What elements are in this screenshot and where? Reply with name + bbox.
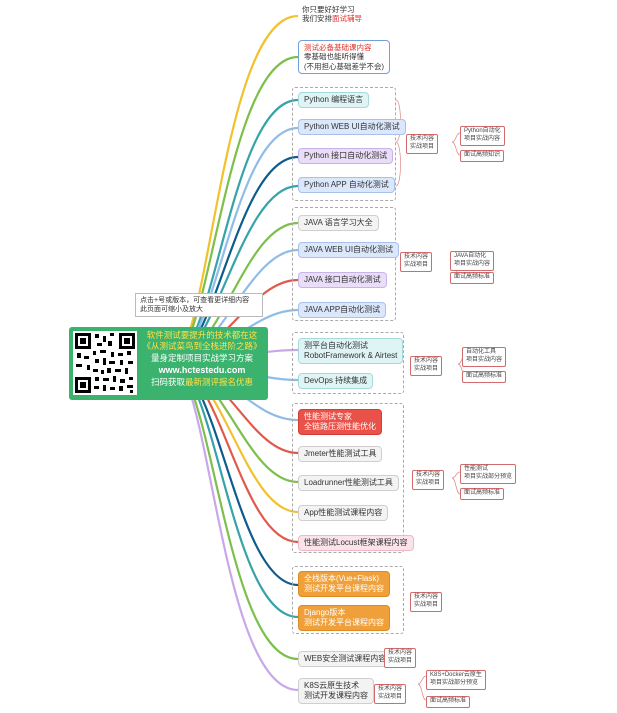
k8s-sub-a[interactable]: K8S+Docker云原生 项目实战部分预览 [426, 670, 486, 690]
perf-sub-b[interactable]: 面试高频标准 [460, 488, 505, 500]
top-note: 你只要好好学习 我们安排面试辅导 [302, 5, 362, 24]
platform-sub-a[interactable]: 自动化工具 项目实战内容 [462, 347, 507, 367]
zoom-tip: 点击+号或版本，可查看更详细内容 此页面可缩小及放大 [135, 293, 263, 318]
center-line2: 《从测试菜鸟到全栈进阶之路》 [142, 341, 262, 352]
perf-item-3[interactable]: Loadrunner性能测试工具 [298, 475, 399, 491]
perf-sub-a[interactable]: 性能测试 项目实战部分预览 [460, 464, 517, 484]
basics-node[interactable]: 测试必备基础课内容 零基础也能听得懂 (不用担心基础差学不会) [298, 40, 390, 75]
security-item[interactable]: WEB安全测试课程内容 [298, 651, 393, 667]
java-sub-label[interactable]: 技术内容 实战项目 [400, 252, 433, 272]
k8s-item[interactable]: K8S云原生技术 测试开发课程内容 [298, 678, 374, 704]
perf-item-5[interactable]: 性能测试Locust框架课程内容 [298, 535, 414, 551]
python-item-3[interactable]: Python 接口自动化测试 [298, 148, 394, 164]
k8s-sub-b[interactable]: 面试高频标准 [426, 696, 471, 708]
fullstack-sub-label[interactable]: 技术内容 实战项目 [410, 592, 443, 612]
basics-line3: (不用担心基础差学不会) [304, 61, 384, 71]
basics-line2: 零基础也能听得懂 [304, 52, 364, 62]
perf-sub-label[interactable]: 技术内容 实战项目 [412, 470, 445, 490]
top-note-line1: 你只要好好学习 [302, 5, 355, 14]
center-line1: 软件测试要提升的技术都在这 [146, 330, 258, 340]
k8s-sub-label[interactable]: 技术内容 实战项目 [374, 684, 407, 704]
python-item-2[interactable]: Python WEB UI自动化测试 [298, 119, 406, 135]
fullstack-group [292, 566, 404, 634]
basics-title: 测试必备基础课内容 [304, 43, 372, 52]
perf-item-1[interactable]: 性能测试专家 全链路压测性能优化 [298, 409, 382, 435]
center-url[interactable]: www.hctestedu.com [158, 365, 246, 376]
java-item-4[interactable]: JAVA APP自动化测试 [298, 302, 387, 318]
python-item-1[interactable]: Python 编程语言 [298, 92, 370, 108]
python-sub-label[interactable]: 技术内容 实战项目 [406, 134, 439, 154]
platform-item-2[interactable]: DevOps 持续集成 [298, 373, 374, 389]
center-line5-prefix: 扫码获取 [150, 376, 185, 387]
fullstack-item-2[interactable]: Django版本 测试开发平台课程内容 [298, 605, 390, 631]
java-item-2[interactable]: JAVA WEB UI自动化测试 [298, 242, 400, 258]
python-sub-a[interactable]: Python自动化 项目实战内容 [460, 126, 505, 146]
platform-sub-label[interactable]: 技术内容 实战项目 [410, 356, 443, 376]
center-line5-highlight: 最新测评报名优惠 [185, 376, 254, 387]
perf-item-4[interactable]: App性能测试课程内容 [298, 505, 389, 521]
center-text: 软件测试要提升的技术都在这 《从测试菜鸟到全栈进阶之路》 量身定制项目实战学习方… [139, 330, 265, 388]
perf-item-2[interactable]: Jmeter性能测试工具 [298, 446, 383, 462]
top-note-highlight: 面试辅导 [332, 14, 362, 24]
center-line3: 量身定制项目实战学习方案 [150, 352, 253, 363]
java-group [292, 207, 396, 321]
java-sub-a[interactable]: JAVA自动化 项目实战内容 [450, 251, 495, 271]
center-node[interactable]: 软件测试要提升的技术都在这 《从测试菜鸟到全栈进阶之路》 量身定制项目实战学习方… [69, 327, 268, 400]
java-item-1[interactable]: JAVA 语言学习大全 [298, 215, 379, 231]
java-item-3[interactable]: JAVA 接口自动化测试 [298, 272, 387, 288]
fullstack-item-1[interactable]: 全栈版本(Vue+Flask) 测试开发平台课程内容 [298, 571, 390, 597]
platform-item-1[interactable]: 测平台自动化测试 RobotFramework & Airtest [298, 338, 404, 364]
center-line5: 扫码获取最新测评报名优惠 [139, 377, 265, 388]
security-sub-label[interactable]: 技术内容 实战项目 [384, 648, 417, 668]
platform-group [292, 332, 404, 394]
python-sub-b[interactable]: 面试高频知识 [460, 150, 505, 162]
top-note-prefix: 我们安排 [302, 14, 332, 24]
platform-sub-b[interactable]: 面试高频标准 [462, 371, 507, 383]
top-note-line2: 我们安排面试辅导 [302, 14, 362, 23]
perf-group [292, 403, 404, 553]
java-sub-b[interactable]: 面试高频标准 [450, 272, 495, 284]
qr-code [73, 331, 137, 395]
python-group [292, 87, 396, 201]
python-item-4[interactable]: Python APP 自动化测试 [298, 177, 395, 193]
